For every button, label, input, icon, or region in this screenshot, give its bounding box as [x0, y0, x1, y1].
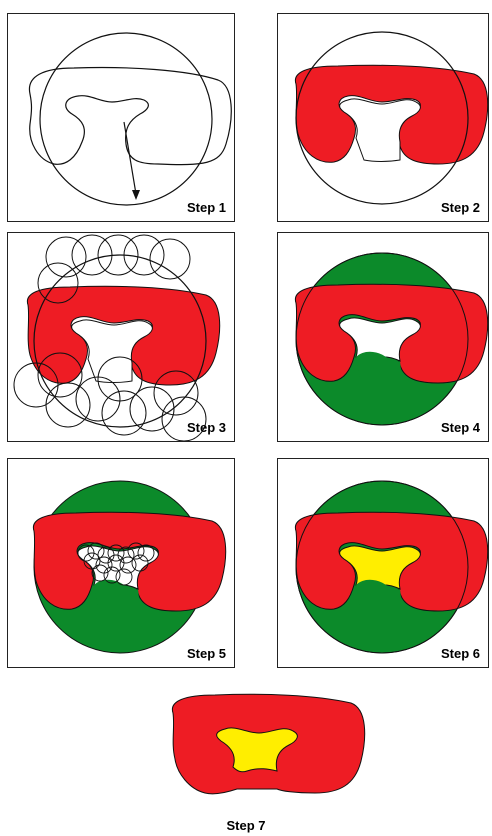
step-5-figure	[8, 459, 235, 668]
step-1-label: Step 1	[187, 200, 226, 215]
step-1-figure	[8, 14, 235, 222]
bounding-circle	[40, 33, 212, 205]
step-3-figure	[8, 233, 235, 442]
step-5-label: Step 5	[187, 646, 226, 661]
step-5-panel: Step 5	[7, 458, 235, 668]
arrow-head-icon	[132, 190, 140, 200]
step-6-label: Step 6	[441, 646, 480, 661]
step-4-label: Step 4	[441, 420, 480, 435]
step-7-figure	[155, 683, 379, 811]
step-2-figure	[278, 14, 489, 222]
shape-outline	[29, 68, 231, 165]
step-1-panel: Step 1	[7, 13, 235, 222]
step-4-figure	[278, 233, 489, 442]
step-4-panel: Step 4	[277, 232, 489, 442]
step-2-panel: Step 2	[277, 13, 489, 222]
step-6-figure	[278, 459, 489, 668]
step-3-label: Step 3	[187, 420, 226, 435]
radius-arrow	[124, 122, 136, 194]
step-2-label: Step 2	[441, 200, 480, 215]
step-7-label: Step 7	[0, 818, 492, 833]
step-3-panel: Step 3	[7, 232, 235, 442]
step-6-panel: Step 6	[277, 458, 489, 668]
